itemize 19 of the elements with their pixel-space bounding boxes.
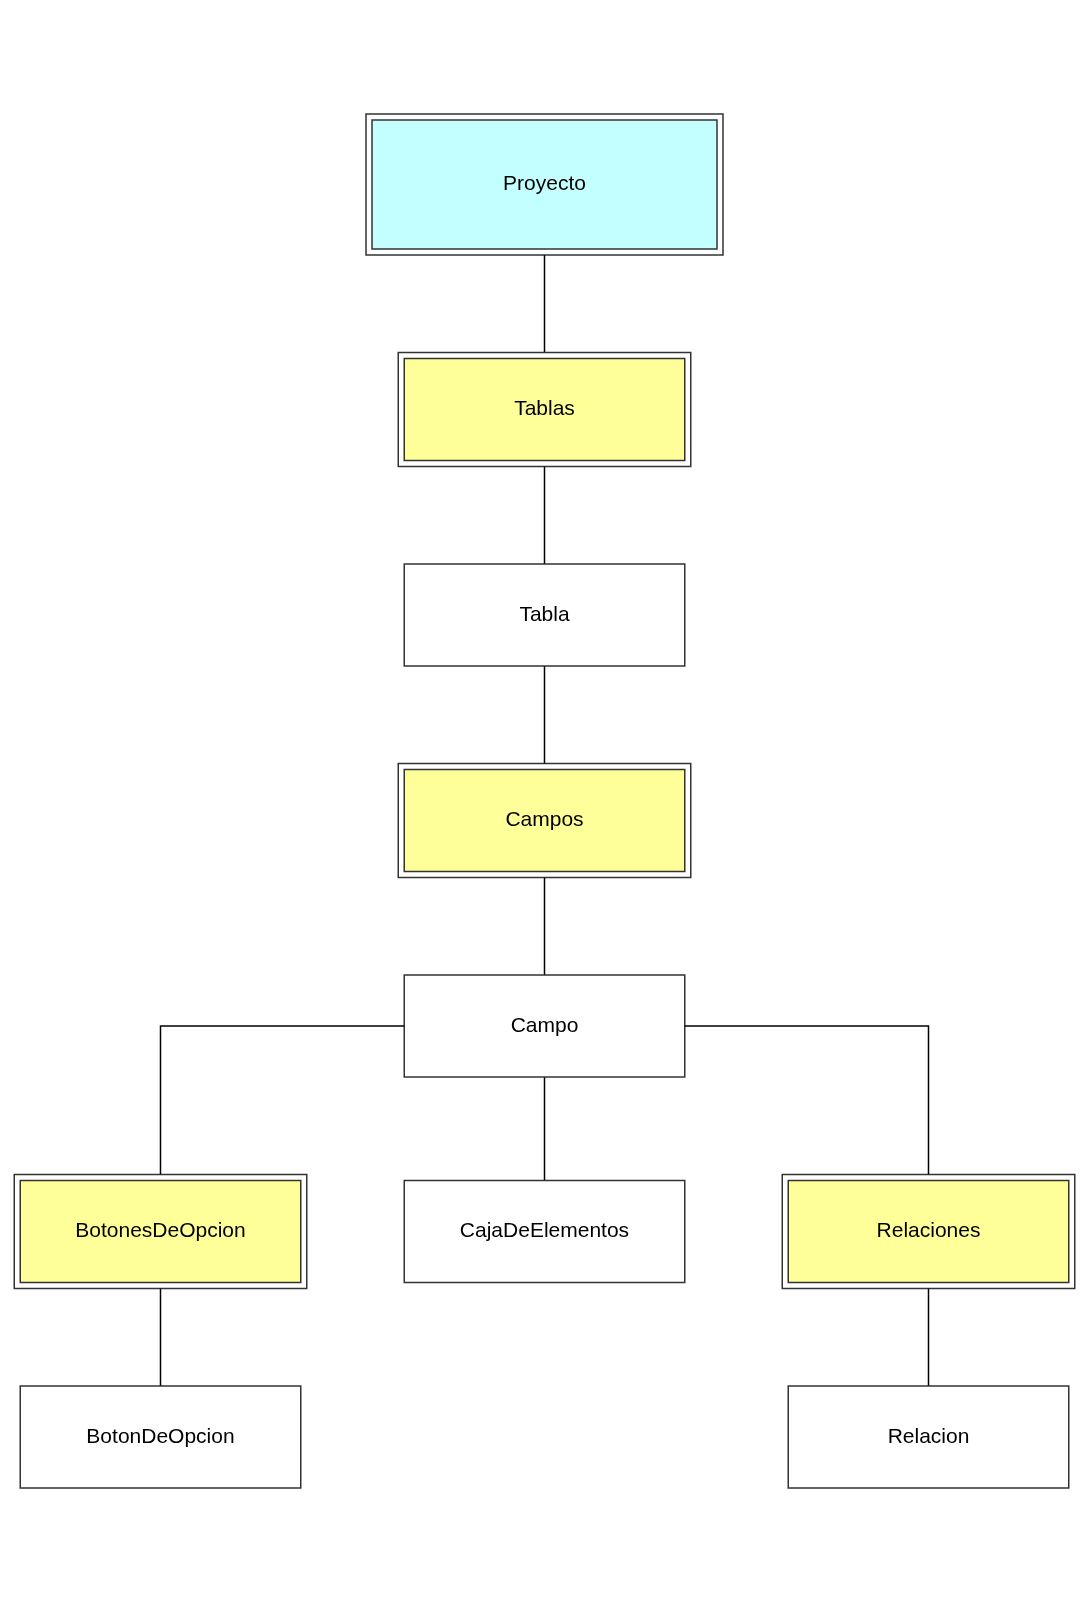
connector <box>543 665 546 765</box>
connector <box>684 1025 930 1175</box>
node-box: BotonDeOpcion <box>19 1385 302 1489</box>
connector <box>543 254 546 353</box>
node-box: Tablas <box>397 351 692 468</box>
node-box: Campo <box>403 974 686 1078</box>
connector <box>159 1025 405 1175</box>
node-box: Proyecto <box>365 113 724 256</box>
node-box: Campos <box>397 762 692 879</box>
node-box: Tabla <box>403 563 686 667</box>
connector <box>543 1076 546 1181</box>
connector <box>159 1288 162 1387</box>
connector <box>927 1288 930 1387</box>
connector <box>543 466 546 565</box>
node-box: CajaDeElementos <box>403 1179 686 1284</box>
node-box: Relaciones <box>781 1173 1076 1290</box>
connector <box>543 877 546 976</box>
node-box: BotonesDeOpcion <box>13 1173 308 1290</box>
node-box: Relacion <box>787 1385 1070 1489</box>
